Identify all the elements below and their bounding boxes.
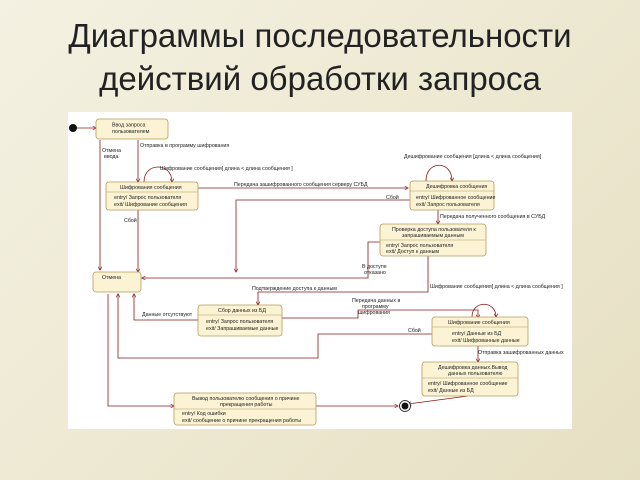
state-encrypt2-name: Шифрование сообщения [448, 320, 510, 326]
state-input: Ввод запроса пользователем [95, 118, 169, 140]
transition-cancel-output [107, 294, 174, 406]
label-decrypt-loop: Дешифрование сообщения [длина < длина со… [404, 154, 542, 160]
state-decrypt2-entry: entry/ Шифрованное сообщение [428, 381, 507, 387]
state-encrypt-exit: exit/ Шифрование сообщения [114, 202, 187, 208]
transition-denied [142, 241, 380, 278]
label-transfer-enc-3: шифрования [358, 310, 390, 316]
label-cancel-input-1: Отмена [102, 148, 121, 154]
label-encrypt-loop: Шифрование сообщения[ длина < длина сооб… [160, 166, 293, 172]
state-access-line-1: Проверка доступа пользователя к [392, 227, 476, 233]
state-decrypt-name: Дешифровка сообщения [426, 184, 487, 190]
state-decrypt2-line-2: данных пользователю [448, 371, 502, 377]
state-output-entry: entry/ Код ошибки [182, 411, 226, 417]
title-line-2: действий обработки запроса [99, 60, 541, 97]
label-send-to-encrypt: Отправка в программу шифрования [140, 143, 229, 149]
state-access-line-2: запрашиваемым данным [402, 233, 464, 239]
label-no-data: Данные отсутствуют [142, 312, 193, 318]
transition-encrypt-loop [143, 166, 172, 182]
state-encrypt2-exit: exit/ Шифрованные данные [452, 338, 520, 344]
state-output: Вывод пользователю сообщения о причине п… [173, 392, 317, 426]
state-encrypt2: Шифрование сообщения entry/ Данные из БД… [431, 316, 529, 347]
transition-fail-bottom [118, 294, 432, 359]
label-access-ok: Подтверждение доступа к данным [252, 286, 337, 292]
transition-no-data [134, 294, 198, 321]
transition-labels: Отправка в программу шифрования Отмена в… [102, 143, 564, 356]
state-access: Проверка доступа пользователя к запрашив… [379, 223, 487, 257]
label-transfer-enc-2: программу [362, 304, 389, 310]
state-decrypt-entry: entry/ Шифрованное сообщение [416, 195, 495, 201]
transition-access-ok [258, 256, 429, 305]
title-line-1: Диаграммы последовательности [68, 17, 572, 54]
label-transfer-enc-1: Передача данных в [352, 298, 400, 304]
state-collect: Сбор данных из БД entry/ Запрос пользова… [197, 304, 283, 337]
transition-decrypt-loop [425, 165, 452, 181]
transition-encrypt2-loop [471, 303, 496, 317]
state-output-line-1: Вывод пользователю сообщения о причине [192, 396, 300, 402]
state-input-line-2: пользователем [112, 129, 150, 135]
label-transfer-dbms: Передача полученного сообщения в СУБД [440, 214, 546, 220]
state-access-entry: entry/ Запрос пользователя [386, 243, 453, 249]
state-encrypt: Шифрования сообщения entry/ Запрос польз… [105, 181, 199, 211]
final-node [399, 400, 411, 412]
state-encrypt-name: Шифрования сообщения [120, 185, 182, 191]
transition-decrypt2-end [408, 395, 469, 404]
state-decrypt2-exit: exit/ Данные из БД [428, 388, 474, 394]
initial-node [69, 124, 77, 132]
state-decrypt2-line-1: Дешифровка данных.Вывод [438, 365, 508, 371]
activity-diagram: Ввод запроса пользователем Шифрования со… [68, 112, 572, 429]
state-cancel-name: Отмена [102, 275, 121, 281]
label-fail-left: Сбой [124, 217, 137, 224]
transition-fail-right [236, 199, 410, 272]
state-collect-entry: entry/ Запрос пользователя [206, 319, 273, 325]
state-access-exit: exit/ Доступ к данным [386, 249, 439, 255]
state-output-line-2: прекращения работы [220, 402, 273, 408]
state-collect-name: Сбор данных из БД [218, 308, 266, 314]
state-input-line-1: Ввод запроса [112, 123, 145, 129]
label-denied-2: отказано [364, 270, 386, 276]
transitions [76, 128, 496, 406]
state-output-exit: exit/ сообщение о причине прекращения ра… [182, 418, 301, 424]
label-cancel-input-2: ввода [104, 154, 118, 160]
state-collect-exit: exit/ Запрашиваемые данные [206, 326, 279, 332]
label-transfer-db: Передача зашифрованного сообщения сервер… [234, 182, 368, 188]
slide-title: Диаграммы последовательности действий об… [20, 14, 620, 100]
state-decrypt2: Дешифровка данных.Вывод данных пользоват… [421, 361, 519, 397]
transition-transfer-enc [282, 309, 478, 319]
label-encrypt2-loop: Шифрование сообщения[ длина < длина сооб… [430, 284, 563, 290]
state-cancel: Отмена [92, 271, 142, 293]
label-fail-right: Сбой [386, 194, 399, 201]
state-encrypt2-entry: entry/ Данные из БД [452, 331, 502, 337]
state-decrypt-exit: exit/ Запрос пользователя [416, 202, 480, 208]
label-send-enc-data: Отправка зашифрованных данных [478, 350, 564, 356]
label-fail-bottom: Сбой [408, 327, 421, 334]
state-decrypt: Дешифровка сообщения entry/ Шифрованное … [409, 180, 495, 211]
label-denied-1: В доступе [362, 264, 387, 270]
state-encrypt-entry: entry/ Запрос пользователя [114, 195, 181, 201]
